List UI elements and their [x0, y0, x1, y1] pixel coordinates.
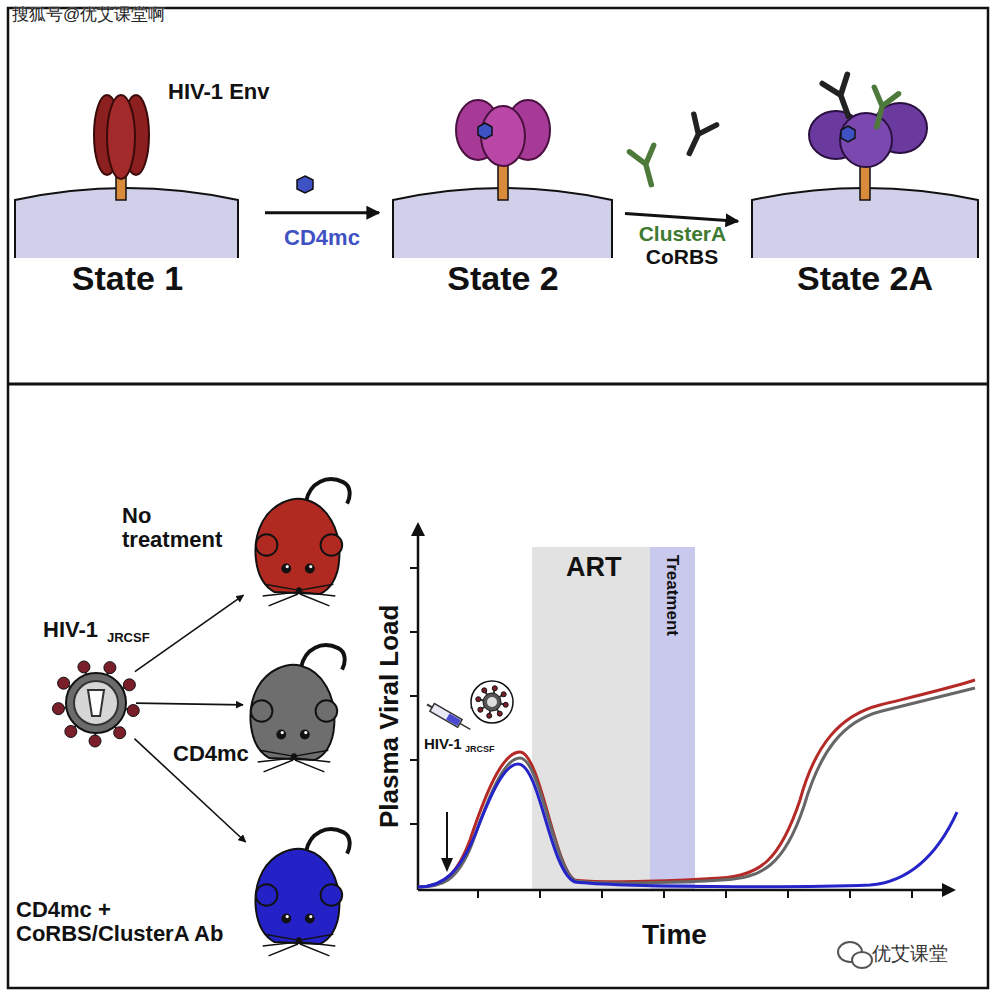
- watermark: 搜狐号@优艾课堂啊: [12, 6, 165, 25]
- mouse-figure: CD4mc: [245, 640, 345, 778]
- node-label: CD4mc + CoRBS/ClusterA Ab: [16, 898, 252, 946]
- arrow-connector: [135, 595, 244, 671]
- virus-icon: HIV-1JRCSF: [62, 668, 130, 738]
- phase-label: Treatment: [663, 554, 682, 635]
- node-label: State 2: [393, 260, 613, 297]
- edge-label: ClusterA CoRBS: [627, 222, 737, 268]
- state-panel: State 1: [15, 88, 240, 303]
- arrow-connector: [265, 211, 379, 214]
- arrow-connector: [136, 703, 243, 705]
- node-label: No treatment: [122, 504, 246, 552]
- mouse-figure: CD4mc + CoRBS/ClusterA Ab: [250, 824, 350, 962]
- phase-label: ART: [566, 553, 622, 583]
- axis-title: Time: [642, 920, 707, 951]
- mouse-figure: No treatment: [250, 478, 350, 612]
- watermark: 优艾课堂: [872, 944, 948, 965]
- protein-label: HIV-1 Env: [168, 80, 269, 104]
- state-panel: State 2A: [752, 72, 978, 303]
- node-label: State 1: [15, 260, 240, 297]
- node-label: JRCSF: [107, 631, 150, 645]
- axis-title: Plasma Viral Load: [376, 604, 405, 828]
- virus-label: HIV-1: [424, 736, 462, 753]
- virus-subscript: JRCSF: [465, 745, 495, 755]
- node-label: HIV-1: [43, 618, 98, 642]
- edge-label: CD4mc: [270, 226, 374, 250]
- state-panel: State 2: [393, 88, 613, 303]
- arrow-connector: [625, 214, 738, 222]
- node-label: CD4mc: [173, 742, 249, 766]
- node-label: State 2A: [752, 260, 978, 297]
